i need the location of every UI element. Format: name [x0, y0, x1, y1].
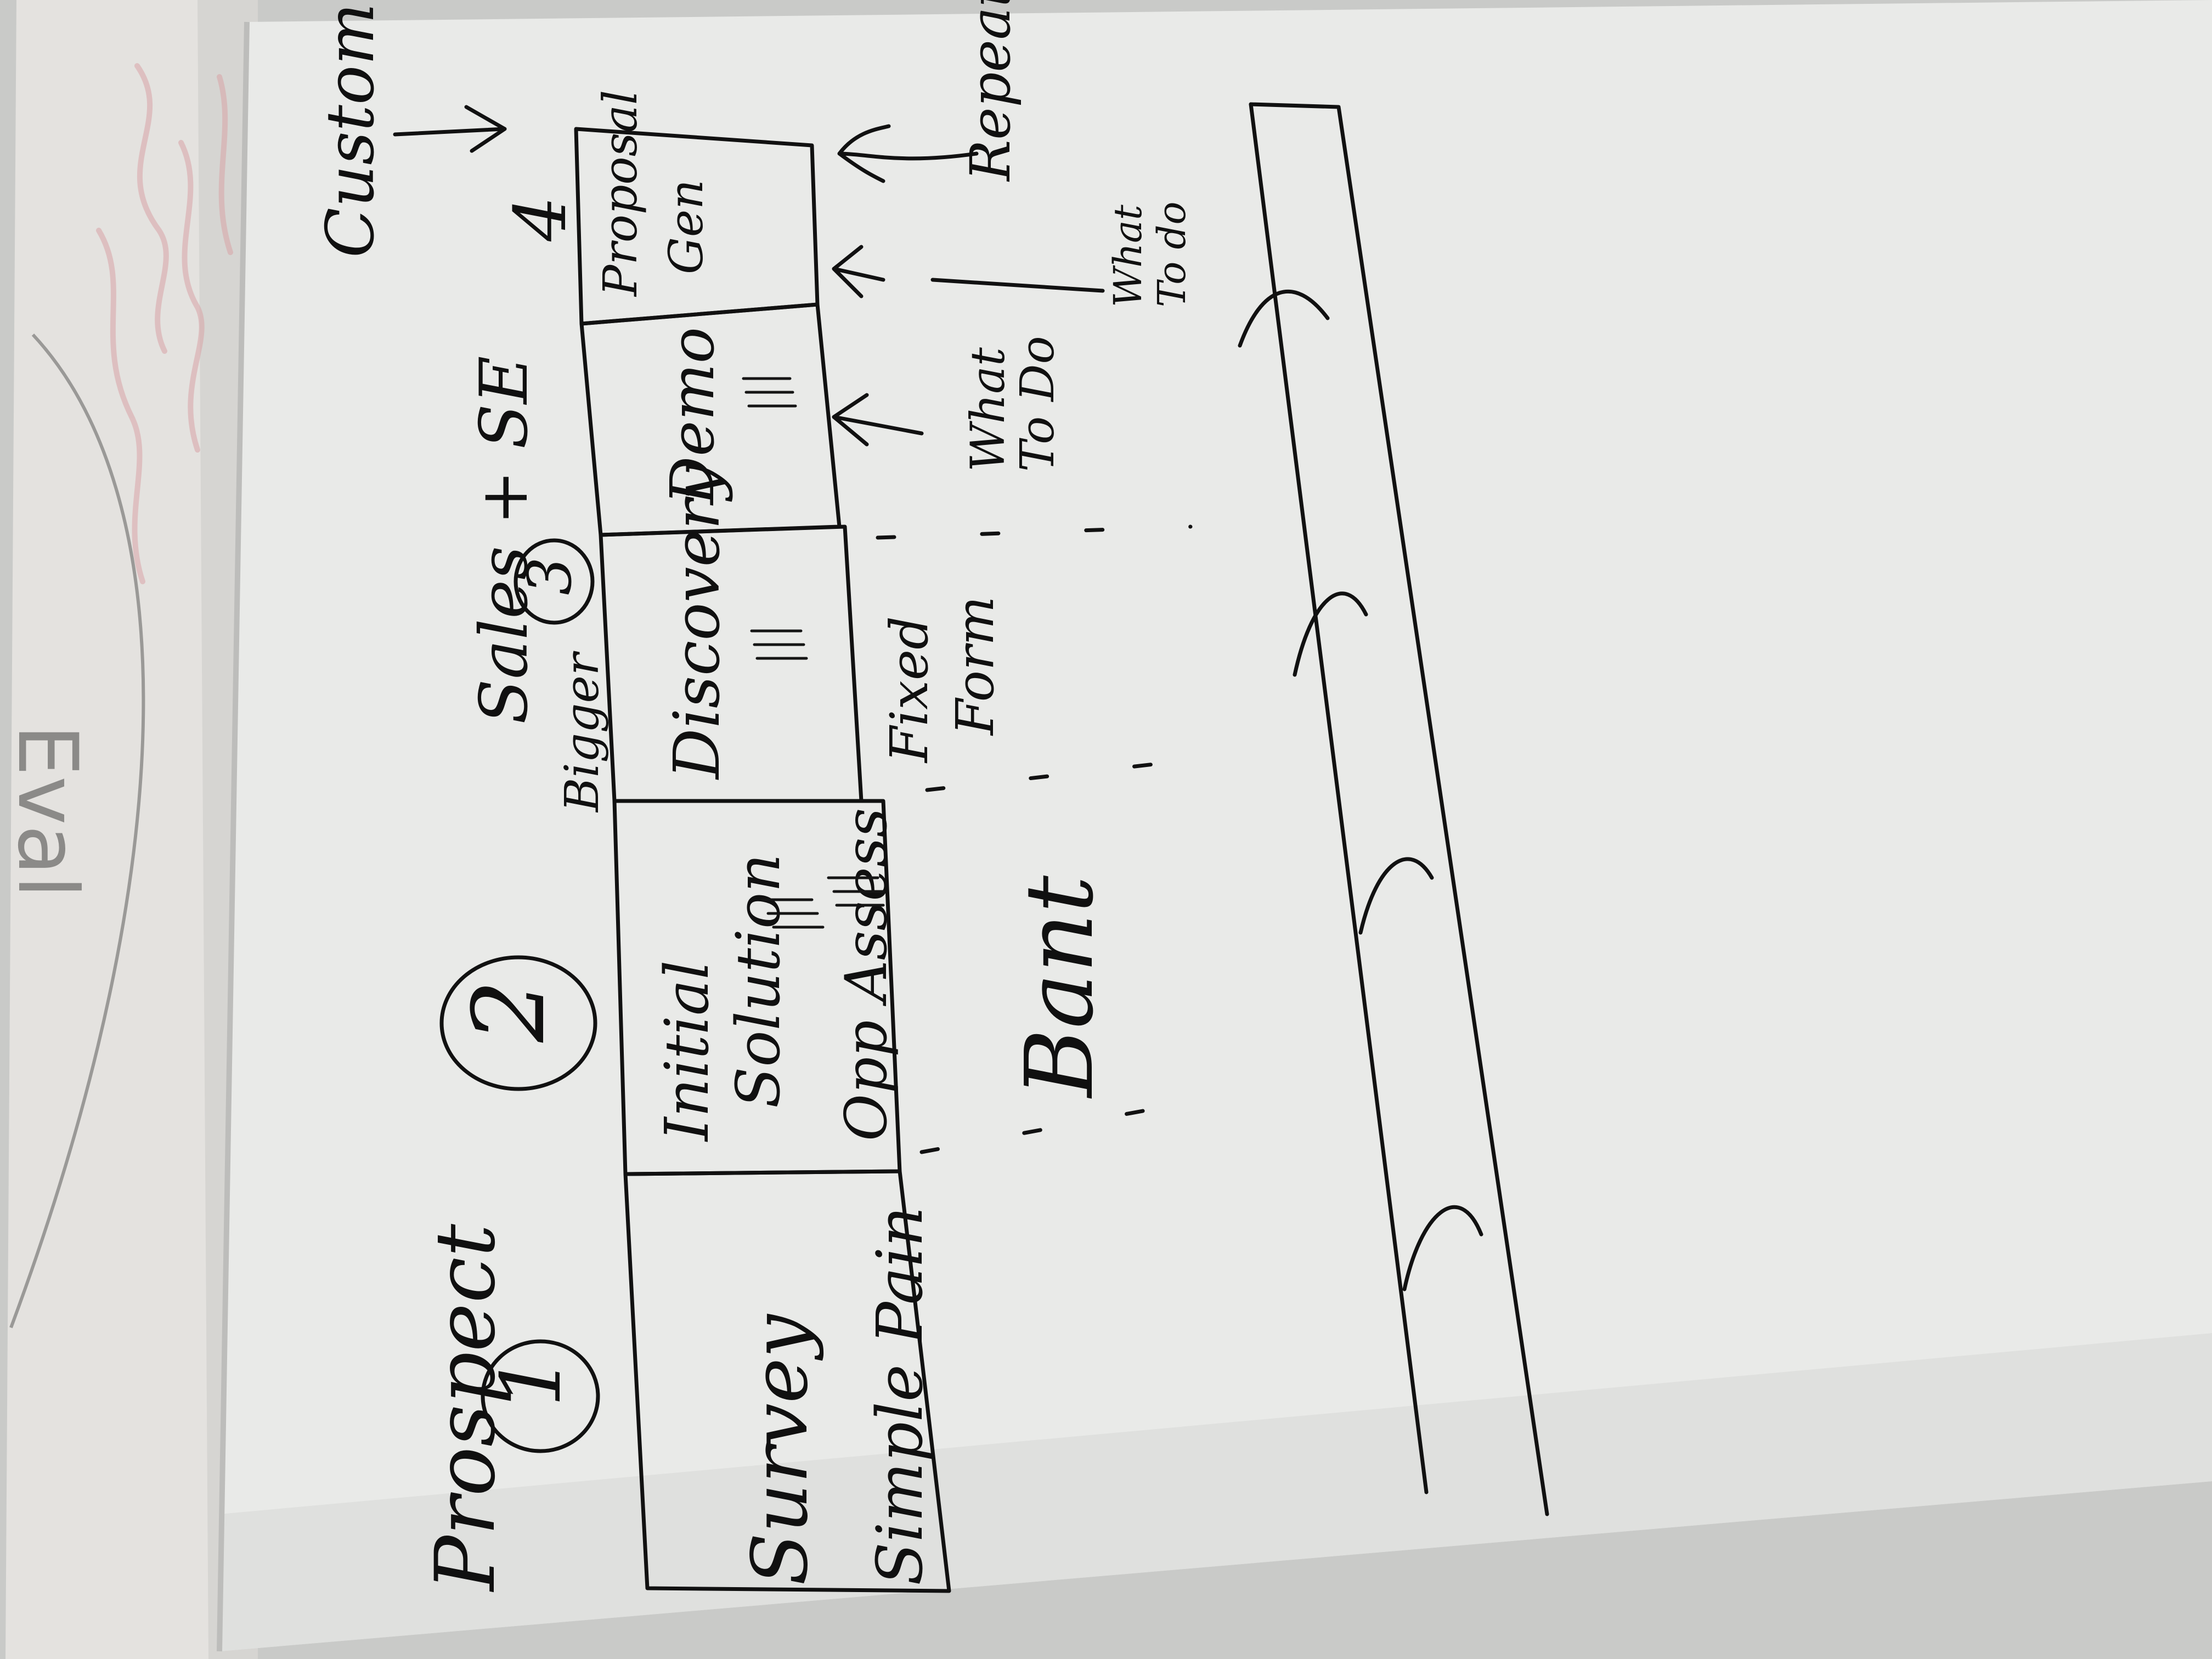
below-box5-line1: What — [1105, 204, 1150, 307]
arrow-up-icon-1 — [832, 393, 924, 447]
stage-2-number: 2 — [439, 955, 597, 1091]
box5-line2: Gen — [659, 179, 714, 274]
funnel-inner-line — [1249, 102, 1429, 1494]
main-sheet-left-edge — [217, 21, 250, 1652]
connector-line — [930, 278, 1105, 293]
label-customer: Customer — [313, 0, 389, 258]
below-box3-line2: Form — [945, 596, 1006, 736]
arrow-down-icon — [393, 105, 507, 153]
below-box2-bant: Bant — [1006, 875, 1114, 1099]
box2-line3: Opp Assess — [833, 808, 900, 1141]
box2-line2: Solution — [723, 854, 793, 1108]
box1-line2: Simple Pain — [864, 1206, 937, 1585]
dashed-divider-1 — [919, 1106, 1160, 1154]
below-box4-line2: To Do — [1011, 336, 1065, 472]
svg-text:1: 1 — [484, 1355, 579, 1407]
box1-line1: Survey — [736, 1313, 825, 1585]
funnel-arrow-3 — [1358, 857, 1434, 935]
svg-text:2: 2 — [452, 979, 567, 1043]
box5-line1: Proposal — [594, 90, 648, 297]
box2-line1: Initial — [652, 960, 722, 1142]
dashed-divider-2 — [925, 760, 1171, 792]
below-box4-line1: What — [961, 347, 1015, 472]
stage-box-5 — [574, 127, 820, 326]
arrow-up-icon-2 — [832, 245, 885, 298]
annotation-sales-se: Sales + SE — [466, 356, 543, 724]
main-sheet-lower-shade — [219, 1333, 2212, 1651]
box2-bullet-marks — [761, 876, 885, 929]
back-sheet-pencil-curve — [9, 333, 145, 1329]
box3-line2: Discovery — [661, 462, 734, 780]
label-prospect: Prospect — [418, 1223, 514, 1593]
box3-bullet-marks — [750, 629, 808, 660]
funnel-outer-line — [1249, 102, 1549, 1516]
back-sheet-pencil-text: Eval — [0, 724, 95, 898]
funnel-arrow-4 — [1402, 1205, 1483, 1291]
funnel-arrow-2 — [1293, 591, 1368, 677]
stage-4-number: 4 — [499, 196, 582, 242]
back-sheet — [5, 0, 258, 1659]
box4-line1: Demo — [657, 327, 727, 506]
below-box5-line2: To do — [1149, 201, 1194, 307]
bleed-through-scribbles — [96, 63, 233, 584]
main-sheet — [219, 0, 2212, 1651]
box3-line1: Bigger — [555, 651, 610, 813]
box4-bullet-marks — [742, 377, 797, 408]
below-box3-line1: Fixed — [879, 616, 940, 764]
funnel-arrow-1 — [1238, 289, 1330, 348]
stage-3-number: 3 — [514, 538, 595, 625]
annotation-repeat: Repeat — [958, 0, 1023, 182]
svg-text:3: 3 — [515, 557, 585, 595]
repeat-arrow-icon — [837, 124, 979, 183]
stage-1-number: 1 — [481, 1339, 600, 1453]
